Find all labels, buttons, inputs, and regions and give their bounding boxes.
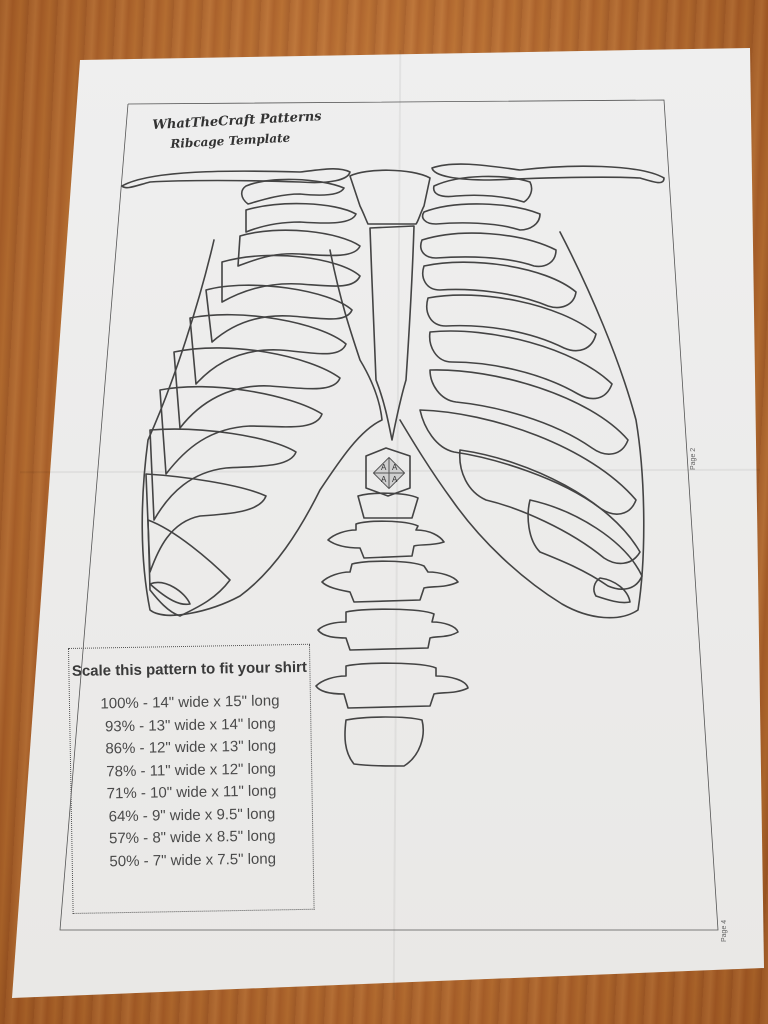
left-clavicle [121, 168, 351, 189]
page-label-2: Page 2 [690, 447, 697, 470]
paper-sheet [12, 48, 764, 998]
mark-letter-3: A [381, 475, 387, 484]
manubrium [349, 169, 431, 225]
mark-letter-1: A [381, 463, 387, 472]
page-border [59, 99, 719, 931]
scale-size-item: 71% - 10" wide x 11" long [106, 782, 277, 803]
alignment-marks [372, 456, 406, 490]
scale-size-list: 100% - 14" wide x 15" long 93% - 13" wid… [70, 690, 313, 874]
alignment-letters: A A A A [381, 463, 398, 484]
scale-size-item: 50% - 7" wide x 7.5" long [109, 849, 277, 870]
spine-vertebrae [315, 447, 469, 767]
mark-letter-4: A [392, 475, 398, 484]
sternum [369, 225, 415, 441]
left-ribs [141, 178, 383, 617]
right-clavicle [431, 163, 665, 184]
page-label-4: Page 4 [721, 919, 728, 942]
right-ribs [399, 175, 645, 619]
scale-info-box: Scale this pattern to fit your shirt 100… [68, 643, 315, 914]
scale-heading: Scale this pattern to fit your shirt [71, 658, 308, 680]
mark-letter-2: A [392, 463, 398, 472]
